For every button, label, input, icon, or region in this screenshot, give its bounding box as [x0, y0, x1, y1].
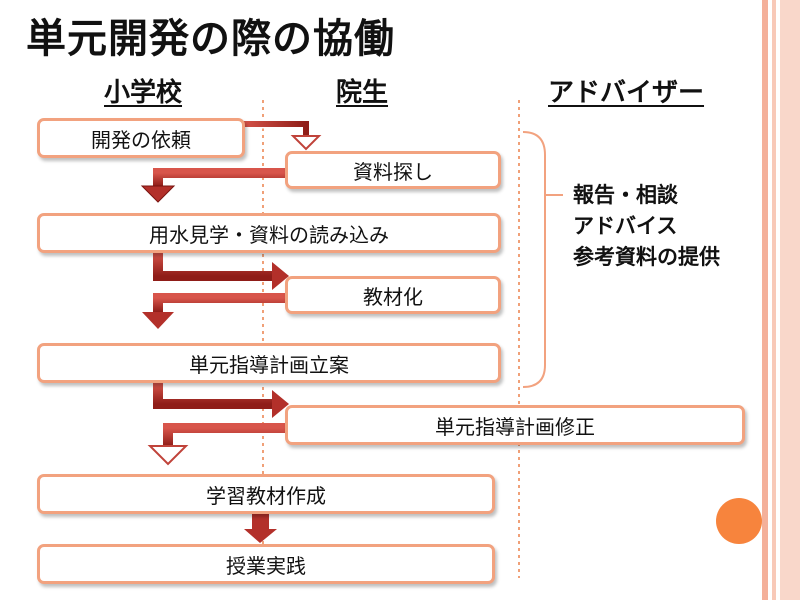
advisor-support-list: 報告・相談 アドバイス 参考資料の提供 [573, 180, 720, 273]
step-practice: 授業実践 [37, 544, 495, 584]
arrow-request-to-search [240, 121, 309, 136]
step-request: 開発の依頼 [37, 118, 245, 158]
arrow-plan-to-revision [153, 383, 272, 409]
arrow-materialize-to-plan [153, 293, 292, 312]
slide-title: 単元開発の際の協働 [26, 16, 395, 62]
arrow-search-to-fieldtrip [153, 168, 292, 186]
step-unit-plan-revision: 単元指導計画修正 [285, 405, 745, 445]
column-header-grad-student: 院生 [336, 78, 389, 108]
step-create-materials: 学習教材作成 [37, 474, 495, 514]
step-field-trip: 用水見学・資料の読み込み [37, 213, 501, 253]
advisor-support-references: 参考資料の提供 [573, 245, 720, 269]
arrow-revision-to-create [163, 423, 292, 446]
step-materials-search: 資料探し [285, 151, 501, 189]
arrow-fieldtrip-to-materialize [153, 252, 272, 281]
advisor-support-report: 報告・相談 [573, 183, 678, 207]
advisor-support-advice: アドバイス [573, 214, 678, 238]
arrow-create-to-practice [252, 514, 269, 529]
column-header-school: 小学校 [104, 78, 183, 108]
advisor-bracket [522, 131, 546, 388]
step-unit-plan: 単元指導計画立案 [37, 343, 501, 383]
slide-border-decoration [758, 0, 800, 600]
column-header-advisor: アドバイザー [548, 78, 705, 108]
step-materialize: 教材化 [285, 276, 501, 314]
decorative-orange-dot [716, 498, 762, 544]
